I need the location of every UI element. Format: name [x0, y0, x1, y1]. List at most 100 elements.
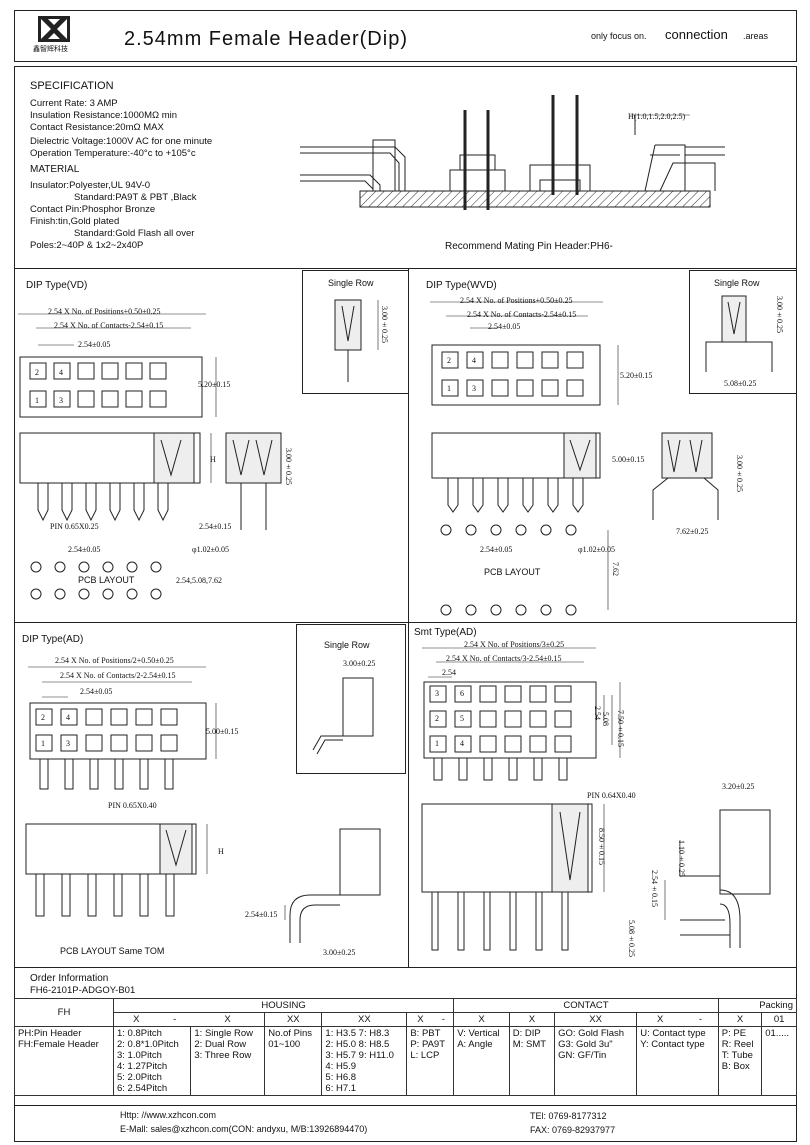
order-heading: Order Information	[30, 973, 109, 984]
code-cell: X	[717, 1012, 763, 1027]
smt-r-width: 3.20±0.25	[722, 782, 755, 791]
spec-line: Contact Resistance:20mΩ MAX	[30, 122, 164, 133]
option-line: V: Vertical	[457, 1028, 500, 1039]
code-cell: XX	[554, 1012, 638, 1027]
ad-single-width: 3.00±0.25	[343, 659, 376, 668]
ad-pcb-label: PCB LAYOUT Same TOM	[60, 946, 165, 956]
option-line: 1: 0.8Pitch	[117, 1028, 162, 1039]
code-cell: X	[190, 1012, 266, 1027]
vd-pin-num: 1	[35, 396, 39, 405]
wvd-pin-num: 4	[472, 356, 476, 365]
footer-web[interactable]: Http: //www.xzhcon.com	[120, 1110, 217, 1120]
company-logo	[38, 16, 70, 42]
divider	[14, 1105, 797, 1106]
pins-options: No.of Pins 01~100	[264, 1026, 323, 1096]
option-line: G3: Gold 3u"	[558, 1039, 613, 1050]
option-line: 4: 1.27Pitch	[117, 1061, 168, 1072]
vd-row-pitch: 2.54±0.15	[199, 522, 232, 531]
vd-pitch: 2.54±0.05	[78, 340, 111, 349]
option-line: 1: Single Row	[194, 1028, 254, 1039]
wvd-front-view	[431, 432, 719, 520]
wvd-height: 5.20±0.15	[620, 371, 653, 380]
smt-top-view	[422, 647, 621, 781]
divider	[14, 622, 797, 623]
vd-pin-size: PIN 0.65X0.25	[50, 522, 99, 531]
divider	[408, 622, 409, 967]
pitch-options: 1: 0.8Pitch 2: 0.8*1.0Pitch 3: 1.0Pitch …	[112, 1026, 192, 1096]
ad-side-view	[25, 823, 208, 917]
wvd-side-height: 3.00±0.25	[735, 455, 744, 492]
ad-pin-num: 4	[66, 713, 70, 722]
footer-mail[interactable]: E-Mall: sales@xzhcon.com(CON: andyxu, M/…	[120, 1124, 368, 1134]
main-frame	[14, 66, 797, 1142]
option-line: A: Angle	[457, 1039, 493, 1050]
vd-title: DIP Type(VD)	[26, 280, 88, 291]
vd-dim2: 2.54 X No. of Contacts-2.54±0.15	[54, 321, 164, 330]
housing-header: HOUSING	[112, 998, 455, 1013]
smt-pin-num: 6	[460, 689, 464, 698]
contact-type-options: U: Contact type Y: Contact type	[636, 1026, 719, 1096]
smt-r-pitch: 2.54±0.15	[650, 870, 659, 907]
spec-line: Dielectric Voltage:1000V AC for one minu…	[30, 136, 213, 147]
smt-height: 7.50±0.15	[616, 710, 625, 747]
smt-r-height: 1.10±0.25	[677, 840, 686, 877]
material-heading: MATERIAL	[30, 164, 80, 175]
smt-side-height: 8.50±0.15	[597, 828, 606, 865]
ad-dim2: 2.54 X No. of Contacts/2-2.54±0.15	[60, 671, 176, 680]
option-line: 3: 1.0Pitch	[117, 1050, 162, 1061]
option-line: 6: H7.1	[325, 1083, 357, 1094]
option-line: 5: 2.0Pitch	[117, 1072, 162, 1083]
wvd-row-pitch: 7.62±0.25	[676, 527, 709, 536]
smt-r-bottom: 5.08±0.25	[627, 920, 636, 957]
pack-options: P: PE R: Reel T: Tube B: Box	[717, 1026, 763, 1096]
option-line: P: PA9T	[410, 1039, 445, 1050]
option-line: GN: GF/Tin	[558, 1050, 607, 1061]
option-line: 2: 0.8*1.0Pitch	[117, 1039, 179, 1050]
vd-hole-dia: φ1.02±0.05	[192, 545, 230, 554]
option-line: U: Contact type	[640, 1028, 706, 1039]
smt-pin-num: 1	[435, 739, 439, 748]
vd-pcb-layout	[30, 561, 162, 600]
smt-d2: 5.08	[601, 712, 610, 726]
vd-row-options: 2.54,5.08,7.62	[176, 576, 222, 585]
option-line: GO: Gold Flash	[558, 1028, 625, 1039]
smt-pin-size: PIN 0.64X0.40	[587, 791, 636, 800]
code-cell: X	[508, 1012, 556, 1027]
vd-height: 5.20±0.15	[198, 380, 231, 389]
smt-side-view	[421, 803, 605, 951]
divider	[14, 967, 797, 968]
smt-pin-num: 3	[435, 689, 439, 698]
smt-dim1: 2.54 X No. of Positions/3±0.25	[464, 640, 565, 649]
code-cell: X	[406, 1012, 434, 1027]
number-options: 01.....	[761, 1026, 797, 1096]
col-fh-header: FH	[14, 998, 114, 1027]
ad-title: DIP Type(AD)	[22, 634, 84, 645]
option-line: B: PBT	[410, 1028, 441, 1039]
code-cell: XX	[264, 1012, 323, 1027]
wvd-pcb-layout	[440, 524, 609, 616]
company-name: 鑫智辉科技	[33, 46, 68, 53]
material-line: Insulator:Polyester,UL 94V-0	[30, 180, 151, 191]
vd-top-view	[18, 313, 217, 418]
wvd-top-view	[430, 301, 619, 406]
material-line: Contact Pin:Phosphor Bronze	[30, 204, 156, 215]
ad-angle-view	[284, 828, 381, 943]
fh-options: PH:Pin Header FH:Female Header	[14, 1026, 114, 1096]
option-line: R: Reel	[721, 1039, 754, 1050]
ad-single-row-drawing	[312, 677, 374, 755]
code-cell: X	[112, 1012, 159, 1027]
option-line: 2: H5.0 8: H8.5	[325, 1039, 390, 1050]
footer-fax: FAX: 0769-82937977	[530, 1125, 616, 1135]
wvd-single-row-title: Single Row	[714, 278, 760, 288]
vd-dim1: 2.54 X No. of Positions+0.50±0.25	[48, 307, 161, 316]
material-list: Insulator:Polyester,UL 94V-0 Standard:PA…	[30, 180, 197, 252]
material-line: Standard:Gold Flash all over	[74, 228, 195, 239]
material-line: Standard:PA9T & PBT ,Black	[74, 192, 197, 203]
spec-line: Operation Temperature:-40°c to +105°c	[30, 148, 196, 159]
wvd-single-height: 3.00±0.25	[775, 296, 784, 333]
option-line: FH:Female Header	[18, 1039, 99, 1050]
option-line: 2: Dual Row	[194, 1039, 247, 1050]
order-table: FH HOUSING CONTACT Packing X - X XX XX X…	[14, 998, 798, 1096]
wvd-h2: 5.00±0.15	[612, 455, 645, 464]
option-line: 4: H5.9	[325, 1061, 357, 1072]
